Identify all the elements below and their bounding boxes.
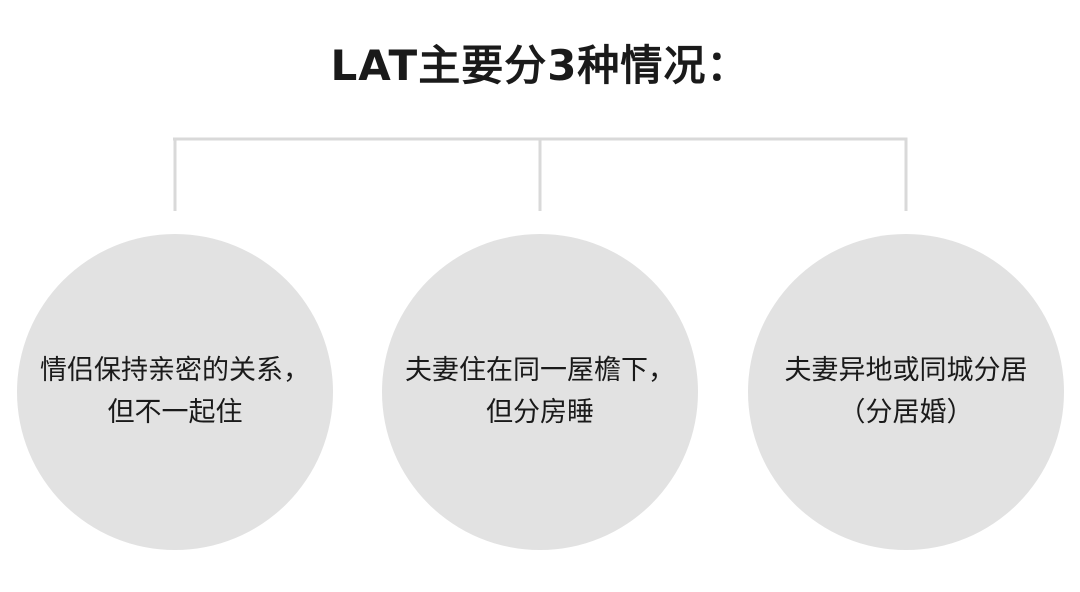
node-text-line: 情侣保持亲密的关系， xyxy=(40,355,310,386)
circle-node-married-separate-rooms: 夫妻住在同一屋檐下， 但分房睡 xyxy=(382,234,698,550)
diagram-title: LAT主要分3种情况： xyxy=(330,41,750,90)
node-text-line: （分居婚） xyxy=(838,397,974,428)
node-text-line: 但不一起住 xyxy=(107,397,243,428)
circle-node-married-living-apart: 夫妻异地或同城分居 （分居婚） xyxy=(748,234,1064,550)
node-text-line: 但分房睡 xyxy=(486,397,594,428)
node-text-line: 夫妻住在同一屋檐下， xyxy=(405,355,675,386)
node-text-line: 夫妻异地或同城分居 xyxy=(784,355,1028,386)
circle-node-couple-not-living-together: 情侣保持亲密的关系， 但不一起住 xyxy=(17,234,333,550)
